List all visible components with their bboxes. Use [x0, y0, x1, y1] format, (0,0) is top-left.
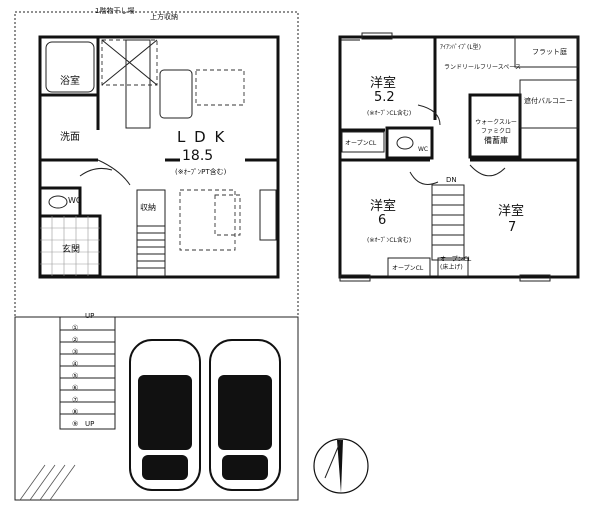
car-right — [209, 339, 281, 491]
walkin-line-3: 備蓄庫 — [484, 136, 508, 145]
open-cl-b-label: オープンCL — [392, 265, 424, 272]
washroom-label: 洗面 — [60, 132, 80, 143]
bathtub — [45, 41, 95, 93]
dn-label: DN — [446, 176, 457, 184]
flat-roof — [514, 36, 579, 68]
open-cl-a-label: オープンCL — [345, 140, 377, 147]
walkin-line-2: ファミクロ — [480, 128, 511, 135]
entry-steps — [59, 316, 116, 430]
wc-label: WC — [68, 196, 82, 205]
step-6: ⑥ — [72, 384, 79, 392]
ldk-label: L D K — [177, 128, 227, 146]
kitchen-island — [159, 69, 193, 119]
ldk-size: 18.5 — [182, 148, 214, 164]
entrance-wall — [38, 214, 102, 278]
bathroom-wall — [38, 35, 100, 97]
compass-label: 北 — [336, 497, 344, 506]
dining-table — [195, 69, 245, 106]
iron-pipe-label: ｱｲｱﾝﾊﾟｲﾌﾟ(L型) — [440, 44, 482, 51]
second-floor-plan — [338, 32, 580, 282]
open-closet-b — [387, 257, 431, 277]
balcony — [519, 79, 579, 129]
open-cl-c-line-1: オープンCL — [440, 256, 472, 263]
walkin-line-1: ウォークスルー — [475, 119, 517, 126]
entry-up-label: UP — [85, 420, 95, 428]
sofa — [179, 189, 236, 251]
walkin-label: ウォークスルー ファミクロ 備蓄庫 — [472, 118, 520, 145]
open-cl-c-line-2: (床上げ) — [440, 264, 463, 271]
room-c-name: 洋室 — [498, 204, 525, 219]
top-label-1: 1階物干し場 — [95, 7, 135, 15]
bath-label: 浴室 — [60, 76, 80, 87]
step-7: ⑦ — [72, 396, 79, 404]
second-wc-label: WC — [418, 146, 429, 153]
second-wc-wall — [385, 126, 434, 160]
stairs — [136, 225, 166, 277]
north-compass — [313, 438, 369, 494]
step-5: ⑤ — [72, 372, 79, 380]
kitchen-storage — [101, 39, 158, 86]
room-a-size: 5.2 — [374, 90, 395, 105]
flat-roof-label: フラット庭 — [532, 48, 567, 56]
laundry-label: ランドリールフリースペース — [444, 64, 521, 71]
room-b-size: 6 — [378, 213, 387, 228]
step-4: ④ — [72, 360, 79, 368]
second-stairs — [431, 184, 465, 261]
top-label-2: 上方収納 — [150, 13, 178, 21]
balcony-label: 遮付バルコニー — [524, 97, 573, 105]
room-b-note: (※ｵｰﾌﾟﾝCL含む) — [367, 237, 412, 244]
storage-label: 収納 — [140, 203, 156, 212]
room-a-note: (※ｵｰﾌﾟﾝCL含む) — [367, 110, 412, 117]
entrance-label: 玄関 — [62, 245, 81, 255]
step-numbers: ① ② ③ ④ ⑤ ⑥ ⑦ ⑧ ⑨ — [72, 322, 78, 430]
step-2: ② — [72, 336, 79, 344]
open-cl-c-label: オープンCL (床上げ) — [440, 256, 471, 272]
step-8: ⑧ — [72, 408, 79, 416]
ldk-note: (※ｵｰﾌﾟﾝPT含む) — [175, 168, 227, 176]
room-c-size: 7 — [508, 220, 517, 235]
open-closet-c — [437, 257, 469, 277]
open-closet-a — [341, 131, 385, 153]
step-9: ⑨ — [72, 420, 79, 428]
first-floor-plan — [14, 11, 299, 501]
room-a-name: 洋室 — [370, 76, 397, 91]
stair-up-label: UP — [85, 312, 95, 320]
second-floor-outer-wall — [338, 35, 580, 279]
tv-board — [259, 189, 277, 241]
step-3: ③ — [72, 348, 79, 356]
toilet — [48, 195, 68, 209]
parking-boundary — [14, 316, 299, 501]
room-b-name: 洋室 — [370, 199, 397, 214]
step-1: ① — [72, 324, 79, 332]
car-left — [129, 339, 201, 491]
kitchen-counter — [125, 39, 151, 129]
